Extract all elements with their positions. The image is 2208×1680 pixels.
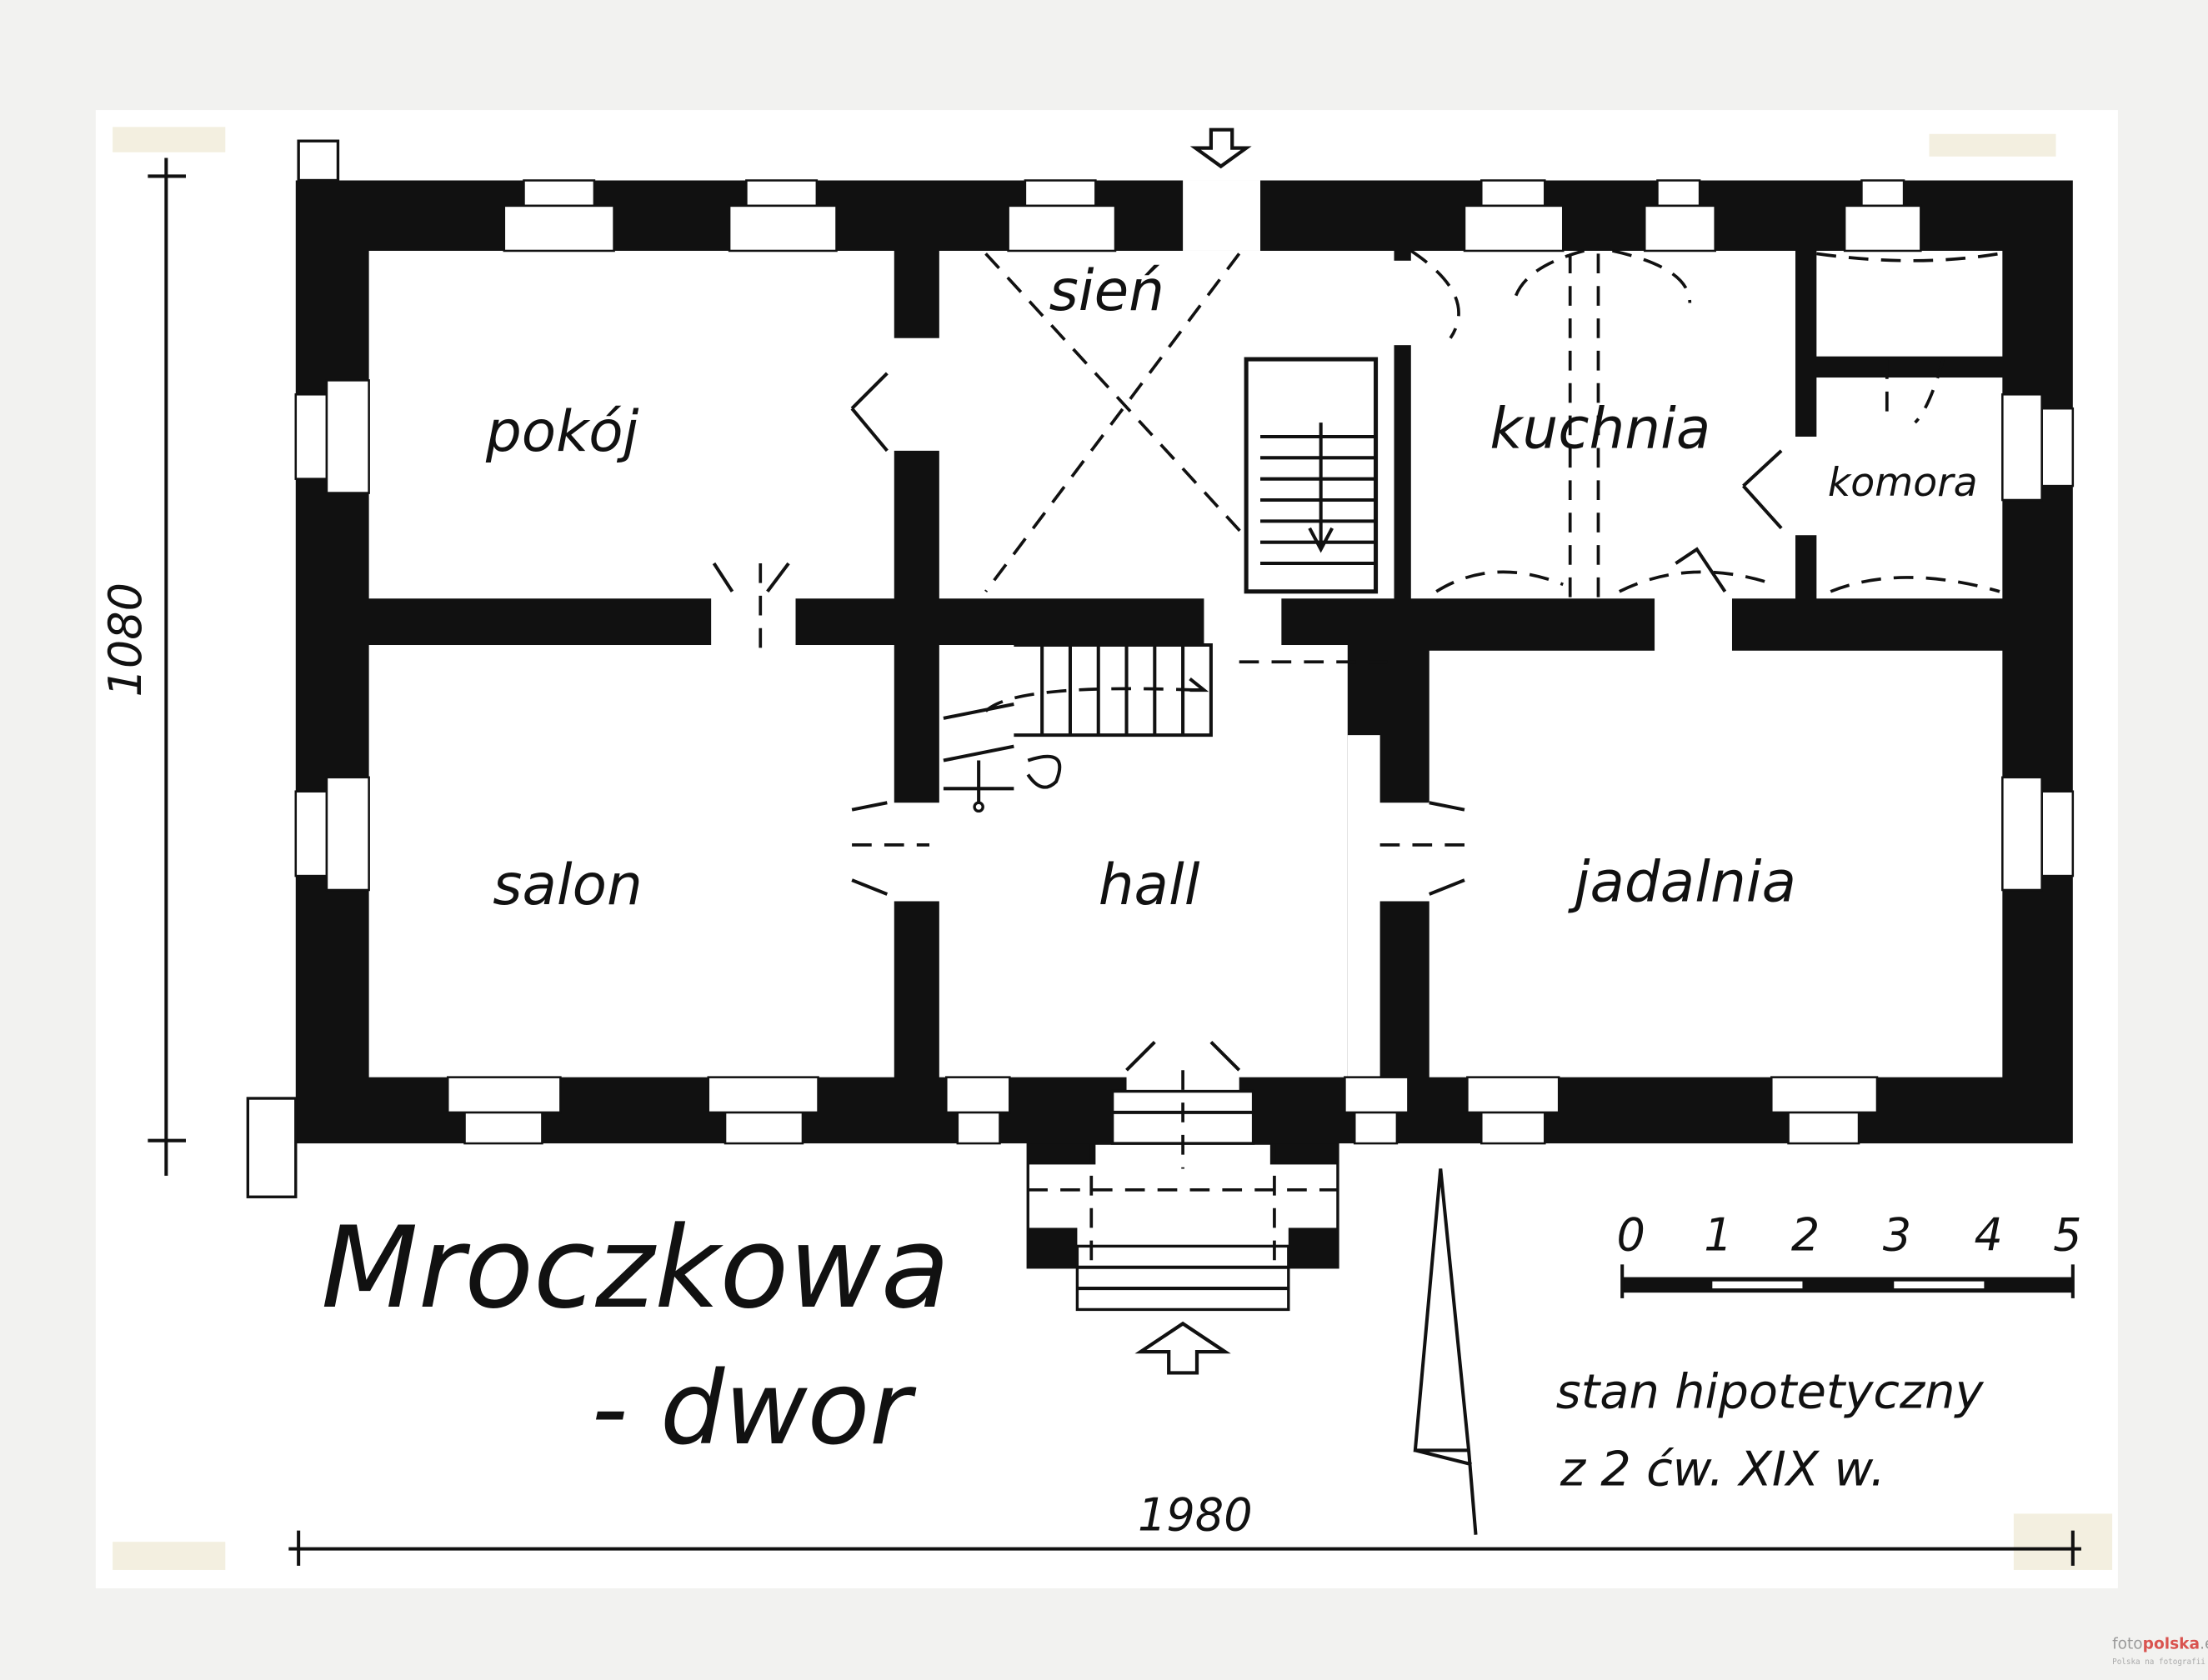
dimension-height: 1080	[99, 158, 187, 1176]
main-entrance-arrow-icon	[1134, 1321, 1231, 1375]
vault-and-door-lines	[712, 249, 2000, 1072]
room-kuchnia	[1410, 250, 1796, 599]
scale-label: 1	[1704, 1208, 1732, 1261]
height-label: 1080	[99, 582, 152, 698]
room-closet	[1816, 250, 2003, 357]
scale-label: 2	[1791, 1208, 1820, 1261]
room-salon	[368, 645, 894, 1078]
tape-mark	[2013, 1513, 2113, 1570]
windows	[294, 179, 2075, 1145]
room-komora	[1816, 378, 2003, 599]
label-hall: hall	[1099, 852, 1200, 918]
width-label: 1980	[1138, 1489, 1253, 1542]
room-pokoj	[368, 250, 894, 599]
svg-text:fotopolska.eu: fotopolska.eu	[2112, 1636, 2208, 1653]
room-jadalnia	[1429, 650, 2003, 1078]
scale-label: 0	[1616, 1208, 1645, 1261]
tape-mark	[113, 1542, 226, 1570]
label-kuchnia: kuchnia	[1490, 395, 1710, 461]
dimension-width: 1980	[288, 1489, 2081, 1566]
tape-mark	[1929, 133, 2056, 157]
title-line1: Mroczkowa	[321, 1202, 949, 1333]
staircase	[943, 357, 1379, 813]
label-salon: salon	[493, 852, 643, 918]
porch-steps	[1026, 1070, 1339, 1312]
label-komora: komora	[1828, 460, 1978, 506]
label-pokoj: pokój	[485, 398, 639, 464]
north-entrance-arrow-icon	[1189, 128, 1252, 169]
note-line2: z 2 ćw. XIX w.	[1560, 1442, 1885, 1498]
svg-text:Polska na fotografii: Polska na fotografii	[2112, 1658, 2205, 1667]
scale-label: 5	[2053, 1208, 2081, 1261]
rooms	[368, 250, 2003, 1148]
label-jadalnia: jadalnia	[1568, 848, 1796, 914]
tape-mark	[113, 127, 226, 152]
scale-bar: 0 1 2 3 4 5	[1616, 1208, 2082, 1298]
north-arrow-icon	[1413, 1168, 1478, 1535]
scale-label: 3	[1883, 1208, 1911, 1261]
label-sien: sień	[1049, 258, 1164, 323]
note-line1: stan hipotetyczny	[1556, 1364, 1985, 1420]
watermark-logo: fotopolska.eu Polska na fotografii	[2112, 1636, 2208, 1668]
room-hall	[939, 645, 1348, 1078]
scale-label: 4	[1975, 1208, 2003, 1261]
title-line2: - dwor	[592, 1349, 918, 1468]
